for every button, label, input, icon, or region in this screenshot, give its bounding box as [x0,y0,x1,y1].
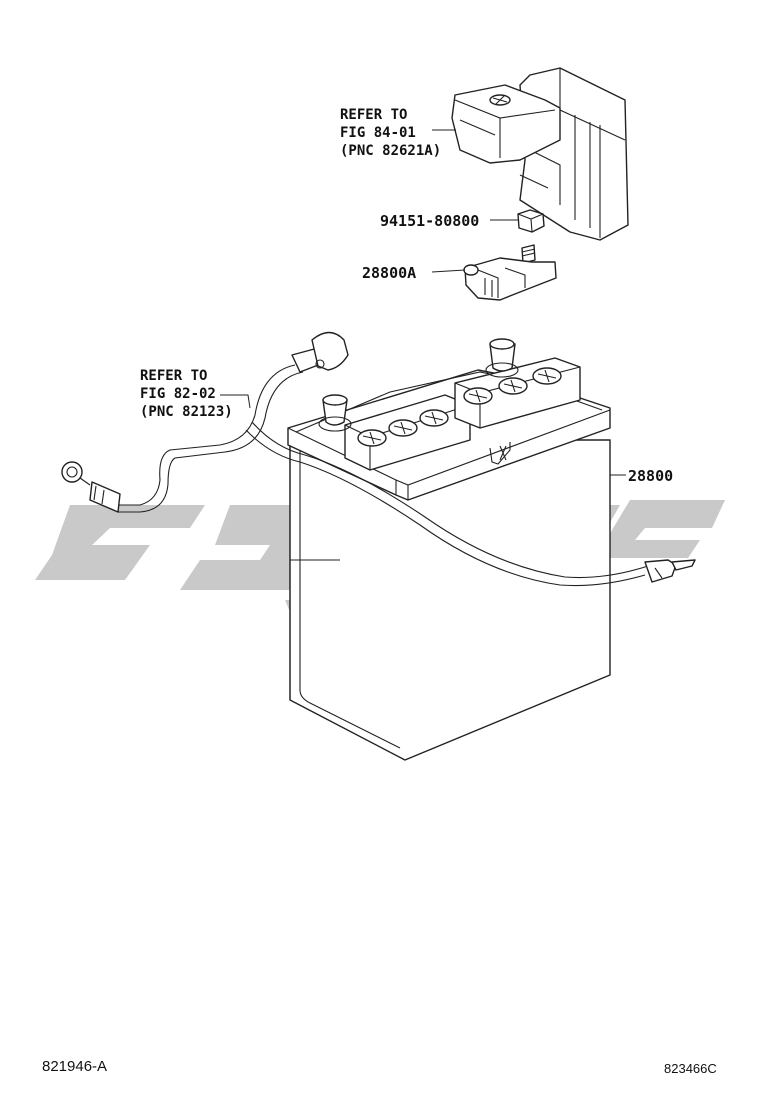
leader-cable [220,394,251,409]
label-cable-ref: REFER TO FIG 82-02 (PNC 82123) [140,368,233,420]
label-terminal-part: 28800A [362,264,416,282]
fuse-block [451,67,629,241]
fuse-ref-line2: FIG 84-01 [340,125,416,141]
fuse-ref-line3: (PNC 82621A) [340,143,441,159]
fuse-ref-line1: REFER TO [340,107,407,123]
footer-left-code: 821946-A [42,1058,107,1075]
positive-cable [245,421,696,587]
footer-right-code: 823466C [664,1061,717,1076]
cable-ref-line2: FIG 82-02 [140,386,216,402]
label-fuse-block-ref: REFER TO FIG 84-01 (PNC 82621A) [340,107,441,159]
nut [517,209,545,233]
battery-posts [318,338,519,432]
cable-ref-line3: (PNC 82123) [140,404,233,420]
label-nut-part: 94151-80800 [380,212,479,230]
leader-terminal [431,269,466,273]
battery-terminal-clamp [463,244,557,301]
battery [287,338,611,761]
cable-ref-line1: REFER TO [140,368,207,384]
label-battery-part: 28800 [628,467,673,485]
vent-caps [357,367,562,447]
ground-cable [61,331,349,513]
